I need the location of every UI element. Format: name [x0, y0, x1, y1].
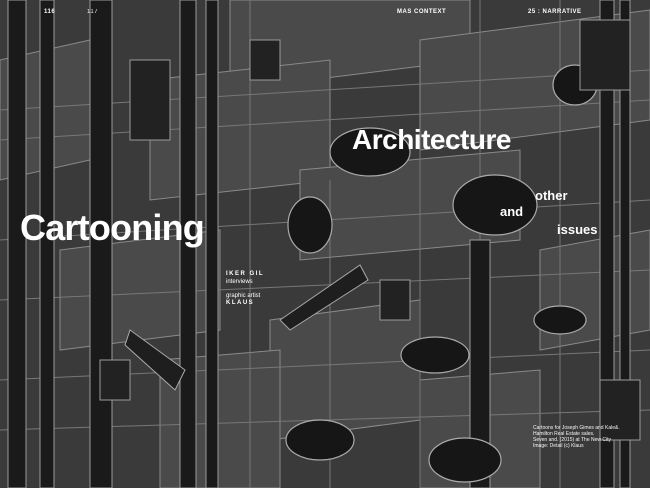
page-number-right: 117 — [87, 9, 99, 15]
image-caption: Cartoons for Joseph Gimes and Kale&. Ham… — [533, 425, 633, 449]
title-word-issues: issues — [557, 222, 598, 237]
page-number-left: 116 — [44, 9, 56, 15]
magazine-name: MAS CONTEXT — [397, 9, 447, 15]
caption-line: Cartoons for Joseph Gimes and Kale&. — [533, 425, 620, 431]
caption-line: Image: Detail (c) Klaus — [533, 443, 584, 449]
title-word-and: and — [500, 204, 524, 219]
caption-line: Seven and. (2015) at The New City — [533, 437, 612, 443]
credit-interviewer: IKER GIL — [226, 271, 265, 277]
title-word-other: other — [535, 188, 568, 203]
credit-interviews: interviews — [226, 279, 253, 285]
caption-line: Hamilton Real Estate sales. — [533, 431, 595, 437]
credit-artist: KLAUS — [226, 300, 255, 306]
section-name: 25 : NARRATIVE — [528, 9, 582, 15]
title-architecture: Architecture — [352, 124, 511, 155]
credit-role: graphic artist — [226, 293, 261, 299]
title-cartooning: Cartooning — [20, 207, 205, 248]
